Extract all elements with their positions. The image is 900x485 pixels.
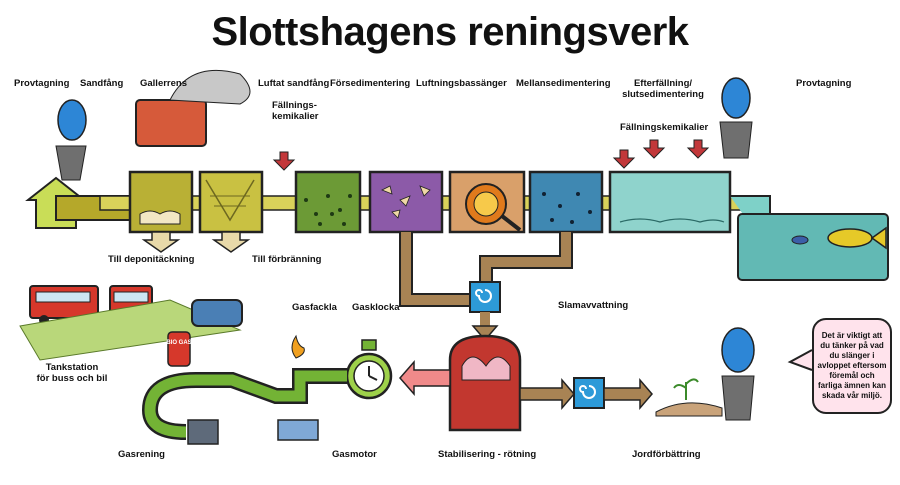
inspector-right-figure: [719, 77, 753, 159]
label-tankstation-2: för buss och bil: [36, 373, 108, 384]
sludge-to-dewater-arrow: [519, 377, 575, 411]
chemical-arrow-2: [612, 149, 636, 169]
page-title: Slottshagens reningsverk: [211, 10, 689, 54]
label-fallningskemikalier-1: Fällnings-: [272, 100, 317, 111]
truck-icon: [135, 99, 207, 147]
chemical-arrow-1: [272, 151, 296, 171]
label-gasklocka: Gasklocka: [352, 302, 400, 313]
mellansedimentering-tank: [528, 170, 604, 234]
thickener-swirl-icon: [469, 281, 501, 313]
recipient-water: [737, 213, 889, 281]
inspector-speaking-figure: [721, 327, 755, 421]
label-efterfallning-2: slutsedimentering: [622, 89, 704, 100]
waste-pile: [169, 69, 251, 105]
dewater-to-soil-arrow: [603, 377, 653, 411]
road: [19, 299, 242, 361]
luftningsbassang-tank: [448, 170, 526, 234]
label-luftningsbassanger: Luftningsbassänger: [416, 78, 507, 89]
biogas-sign: BIO GAS: [166, 340, 192, 346]
label-gasfackla: Gasfackla: [292, 302, 337, 313]
fish-icon: [827, 228, 873, 248]
label-tankstation-1: Tankstation: [45, 362, 99, 373]
inspector-left-figure: [55, 99, 87, 181]
label-till-forbranning: Till förbränning: [252, 254, 322, 265]
flame-icon: [291, 334, 305, 359]
slamavvattning-swirl-icon: [573, 377, 605, 409]
label-sandfang: Sandfång: [80, 78, 124, 89]
label-efterfallning-1: Efterfällning/: [633, 78, 693, 89]
label-fallningskemikalier-2: kemikalier: [272, 111, 319, 122]
small-fish-icon: [791, 235, 809, 245]
label-stabilisering: Stabilisering - rötning: [438, 449, 537, 460]
sludge-pipe: [399, 232, 470, 307]
gasklocka-icon: [345, 339, 393, 400]
label-mellansedimentering: Mellansedimentering: [516, 78, 611, 89]
sprout-icon: [673, 378, 699, 400]
efterfallning-tank: [608, 170, 732, 234]
chemical-arrow-3: [642, 139, 666, 159]
label-forsedimentering: Försedimentering: [330, 78, 411, 89]
luftat-sandfang-tank: [294, 170, 362, 234]
label-provtagning-left: Provtagning: [14, 78, 70, 89]
gasmotor-icon: [277, 419, 319, 441]
stabilisering-tank: [448, 334, 522, 432]
biogas-pump-icon: [167, 331, 191, 367]
gallerrens-tank: [198, 170, 264, 253]
label-jordforbattring: Jordförbättring: [632, 449, 701, 460]
label-till-deponitackning: Till deponitäckning: [108, 254, 195, 265]
soil-pile: [655, 402, 723, 417]
label-gasrening: Gasrening: [118, 449, 165, 460]
chemical-arrow-4: [686, 139, 710, 159]
car-icon: [191, 299, 243, 327]
label-fallningskemikalier-right: Fällningskemikalier: [620, 122, 709, 133]
label-gallerrens: Gallerrens: [140, 78, 187, 89]
fish-tail-icon: [870, 226, 887, 250]
forsedimentering-tank: [368, 170, 444, 234]
speech-bubble: Det är viktigt att du tänker på vad du s…: [812, 318, 892, 414]
gas-arrow: [399, 360, 451, 396]
label-slamavvattning: Slamavvattning: [558, 300, 629, 311]
speech-tail: [787, 349, 813, 371]
label-gasmotor: Gasmotor: [332, 449, 377, 460]
label-luftat-sandfang: Luftat sandfång: [258, 78, 330, 89]
label-provtagning-right: Provtagning: [796, 78, 852, 89]
gasrening-figure: [187, 419, 219, 445]
sandfang-tank: [128, 170, 194, 253]
